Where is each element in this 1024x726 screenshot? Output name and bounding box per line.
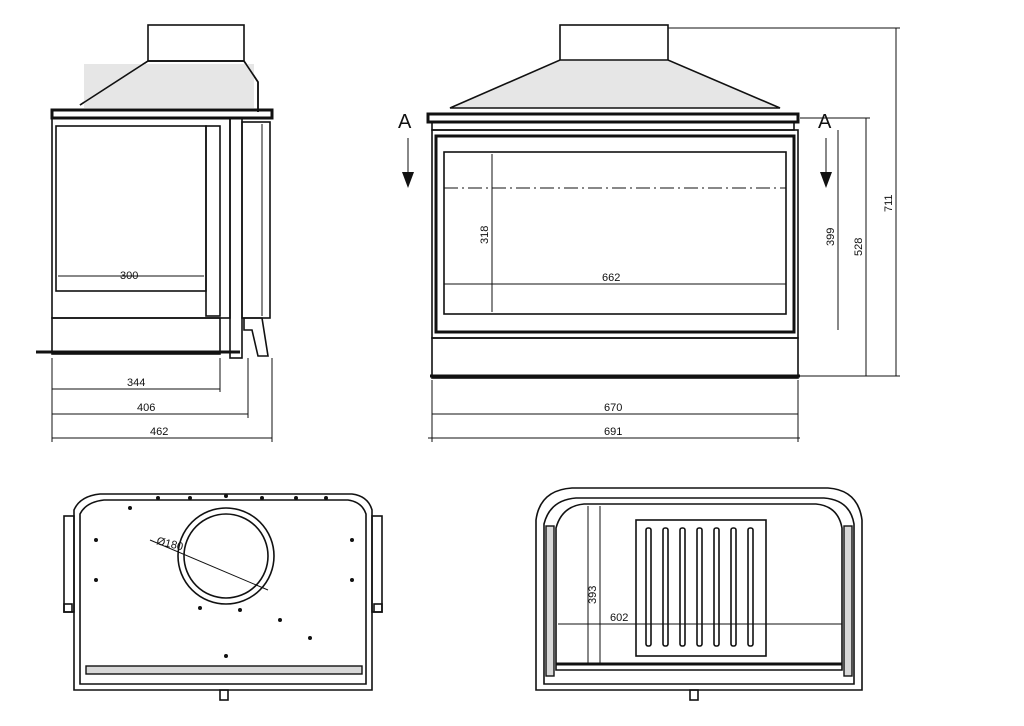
- front-top-plate: [426, 112, 800, 124]
- dim-label-462: 462: [150, 426, 168, 438]
- top-front-lip: [85, 665, 363, 675]
- section-view: 393 602: [535, 487, 863, 701]
- front-base: [431, 337, 799, 379]
- dim-label-662: 662: [602, 272, 620, 284]
- dim-label-344: 344: [127, 377, 145, 389]
- dim-label-399: 399: [825, 228, 837, 246]
- dim-label-691: 691: [604, 426, 622, 438]
- side-door-profile: [229, 117, 243, 359]
- side-top-plate: [50, 108, 274, 120]
- section-arrow-right: [820, 172, 832, 188]
- dim-label-670: 670: [604, 402, 622, 414]
- side-foot: [243, 317, 269, 357]
- grate-slots: [645, 527, 754, 647]
- top-flue-inner: [183, 513, 269, 599]
- front-flue-collar: [559, 24, 669, 62]
- dim-label-300: 300: [120, 270, 138, 282]
- dim-label-528: 528: [853, 238, 865, 256]
- dim-label-602: 602: [610, 612, 628, 624]
- side-glass: [55, 125, 207, 292]
- front-view: A A 318 662 399 528 711 670 691: [398, 24, 900, 442]
- dim-line-diameter: [149, 539, 269, 591]
- section-mark-right: A: [818, 111, 832, 133]
- section-outline: [535, 487, 863, 691]
- side-flue-collar: [147, 24, 245, 62]
- dim-label-406: 406: [137, 402, 155, 414]
- dim-label-711: 711: [883, 194, 895, 212]
- section-grate: [635, 519, 767, 657]
- top-flue-outer: [177, 507, 275, 605]
- dim-label-393: 393: [587, 586, 599, 604]
- side-door-handle-block: [241, 121, 271, 319]
- dim-label-diameter: Ø180: [155, 535, 184, 553]
- front-glass: [434, 134, 796, 334]
- dim-label-318: 318: [479, 226, 491, 244]
- top-view: Ø180: [63, 493, 383, 701]
- side-base: [51, 317, 221, 355]
- side-door-frame: [205, 125, 221, 317]
- side-view: 300 344 406 462: [36, 24, 274, 442]
- section-mark-left: A: [398, 111, 412, 133]
- top-outline: [73, 493, 373, 691]
- side-body: [51, 117, 231, 319]
- front-hood: [449, 59, 781, 109]
- top-screw-holes: [94, 494, 354, 658]
- section-arrow-left: [402, 172, 414, 188]
